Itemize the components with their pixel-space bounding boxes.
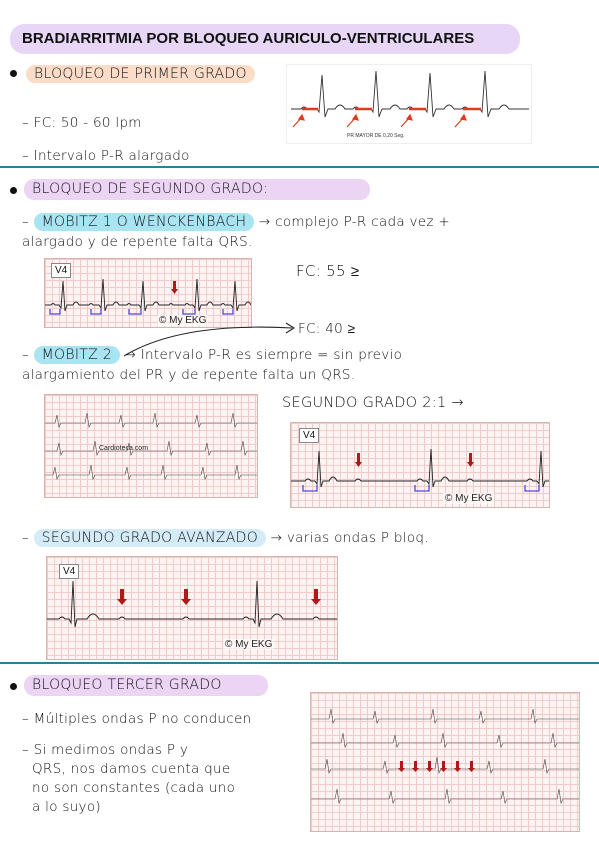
mobitz1-watermark: © My EKG	[157, 315, 209, 326]
section-divider	[0, 662, 599, 664]
third-degree-line-2: – Si medimos ondas P y	[22, 742, 189, 758]
advanced-ecg-trace	[47, 580, 337, 628]
first-degree-fc: – FC: 50 - 60 lpm	[22, 115, 142, 131]
mobitz2-line: – MOBITZ 2 → Intervalo P-R es siempre = …	[22, 346, 403, 364]
third-degree-line-1: – Múltiples ondas P no conducen	[22, 711, 252, 727]
two-to-one-line: SEGUNDO GRADO 2:1 →	[282, 395, 464, 411]
mobitz1-desc: alargado y de repente falta QRS.	[22, 234, 253, 250]
advanced-line: – SEGUNDO GRADO AVANZADO → varias ondas …	[22, 529, 429, 547]
mobitz1-fc: FC: 55 ≥	[296, 262, 360, 280]
bullet-icon	[10, 187, 17, 194]
page-title: BRADIARRITMIA POR BLOQUEO AURICULO-VENTR…	[10, 24, 520, 54]
advanced-lead-label: V4	[59, 564, 80, 579]
first-degree-ecg: PR MAYOR DE 0,20 Seg.	[286, 64, 532, 144]
third-degree-ecg	[310, 692, 580, 832]
bullet-icon	[10, 683, 17, 690]
advanced-watermark: © My EKG	[223, 639, 275, 650]
advanced-ecg: V4 © My EKG	[46, 556, 338, 660]
section-divider	[0, 166, 599, 168]
mobitz2-ecg-watermark: Cardioteca.com	[99, 445, 149, 452]
first-degree-ecg-caption: PR MAYOR DE 0,20 Seg.	[347, 133, 405, 139]
mobitz2-ecg: Cardioteca.com	[44, 394, 258, 498]
two-to-one-lead-label: V4	[299, 428, 320, 443]
mobitz2-ecg-trace	[45, 412, 257, 480]
third-degree-heading: BLOQUEO TERCER GRADO	[24, 675, 268, 696]
two-to-one-ecg: V4 © My EKG	[290, 422, 550, 508]
two-to-one-ecg-trace	[291, 448, 549, 492]
third-degree-ecg-trace	[311, 708, 579, 804]
mobitz1-line: – MOBITZ 1 O WENCKENBACH → complejo P-R …	[22, 213, 450, 231]
second-degree-heading: BLOQUEO DE SEGUNDO GRADO:	[24, 179, 370, 200]
two-to-one-watermark: © My EKG	[443, 493, 495, 504]
third-degree-line-3: QRS, nos damos cuenta que	[32, 761, 231, 777]
bullet-icon	[10, 70, 17, 77]
first-degree-pr: – Intervalo P-R alargado	[22, 148, 190, 164]
first-degree-heading: BLOQUEO DE PRIMER GRADO	[26, 62, 258, 86]
curved-arrow-icon	[123, 322, 296, 357]
mobitz1-label: MOBITZ 1 O WENCKENBACH	[33, 213, 255, 231]
advanced-label: SEGUNDO GRADO AVANZADO	[33, 529, 267, 547]
mobitz2-fc: FC: 40 ≥	[298, 321, 356, 337]
mobitz2-label: MOBITZ 2	[33, 346, 120, 364]
mobitz1-lead-label: V4	[51, 263, 72, 278]
mobitz1-ecg: V4 © My EKG	[44, 258, 252, 328]
first-degree-ecg-trace	[291, 70, 529, 128]
third-degree-line-4: no son constantes (cada uno	[32, 780, 236, 796]
third-degree-line-5: a lo suyo)	[32, 799, 101, 815]
mobitz2-desc: alargamiento del PR y de repente falta u…	[22, 367, 356, 383]
mobitz1-ecg-trace	[45, 278, 251, 315]
